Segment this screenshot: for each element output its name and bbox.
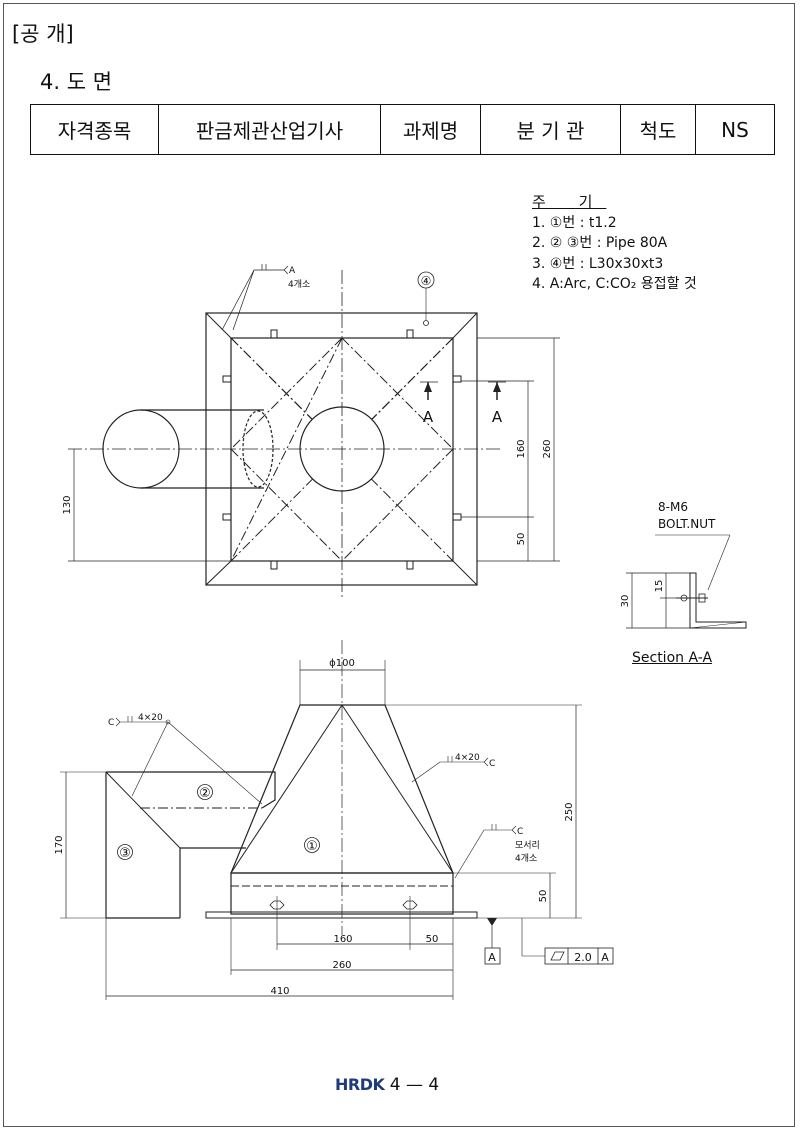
weld-corner-text: 모서리	[515, 840, 540, 851]
disclosure-header: [공 개]	[12, 22, 74, 46]
dim-50: 50	[516, 533, 527, 546]
scale-label: 척도	[620, 104, 696, 155]
note-item: 3. ④번 : L30x30xt3	[532, 255, 664, 272]
dim-diameter: ϕ100	[329, 658, 355, 669]
front-view: ① ② ③ ϕ100 C 4×20 4×20 C	[54, 640, 614, 1000]
weld-c-left: C	[108, 718, 114, 728]
section-title: 4. 도 면	[40, 70, 113, 94]
section-dim-15: 15	[654, 580, 665, 593]
tol-datum: A	[601, 951, 609, 964]
info-table: 자격종목 판금제관산업기사 과제명 분 기 관 척도 NS	[30, 104, 775, 155]
weld-c-corner: C	[517, 827, 523, 837]
tol-value: 2.0	[574, 951, 592, 964]
dim-260: 260	[542, 439, 553, 458]
note-item: 2. ② ③번 : Pipe 80A	[532, 235, 668, 251]
dim-260-bottom: 260	[332, 960, 351, 971]
dim-160-bottom: 160	[333, 934, 352, 945]
task-label: 과제명	[380, 104, 481, 155]
footer: HRDK 4 — 4	[335, 1075, 439, 1095]
page-number: 4 — 4	[389, 1075, 440, 1095]
section-mark-right: A	[492, 408, 503, 426]
weld-corner-count: 4개소	[515, 853, 537, 864]
weld-size-right: 4×20	[455, 753, 480, 763]
page-frame	[3, 3, 795, 1127]
part3-label: ③	[119, 846, 131, 861]
notes-title: 주 기	[532, 193, 607, 211]
hrdk-logo: HRDK	[335, 1075, 385, 1094]
section-dim-30: 30	[620, 595, 631, 608]
note-item: 1. ①번 : t1.2	[532, 214, 617, 231]
plan-view: ④ A 4개소 A A 160 260 50	[62, 264, 560, 600]
weld-size-left: 4×20	[138, 713, 163, 723]
section-mark-left: A	[423, 408, 434, 426]
part2-label: ②	[199, 786, 211, 801]
dim-250: 250	[564, 802, 575, 821]
dim-50-bottom: 50	[426, 934, 439, 945]
note-item: 4. A:Arc, C:CO₂ 용접할 것	[532, 276, 697, 292]
qualification-label: 자격종목	[30, 104, 159, 155]
weld-count: 4개소	[288, 279, 310, 290]
dim-410: 410	[270, 986, 289, 997]
dim-170: 170	[54, 835, 65, 854]
weld-c-right: C	[489, 759, 495, 769]
section-caption: Section A-A	[632, 650, 713, 666]
datum-a: A	[488, 951, 496, 964]
dim-160: 160	[516, 439, 527, 458]
dim-50-right: 50	[538, 890, 549, 903]
task-value: 분 기 관	[480, 104, 621, 155]
section-aa-view: 8-M6 BOLT.NUT 30 15	[620, 500, 747, 629]
part1-label: ①	[306, 839, 318, 854]
dim-130: 130	[62, 495, 73, 514]
qualification-value: 판금제관산업기사	[158, 104, 381, 155]
scale-value: NS	[695, 104, 775, 155]
bolt-label: 8-M6	[658, 500, 688, 514]
bolt-label-nut: BOLT.NUT	[658, 517, 716, 531]
notes-block: 주 기 1. ①번 : t1.2 2. ② ③번 : Pipe 80A 3. ④…	[532, 192, 697, 295]
part4-marker: ④	[421, 274, 432, 288]
weld-label-a: A	[289, 266, 296, 276]
